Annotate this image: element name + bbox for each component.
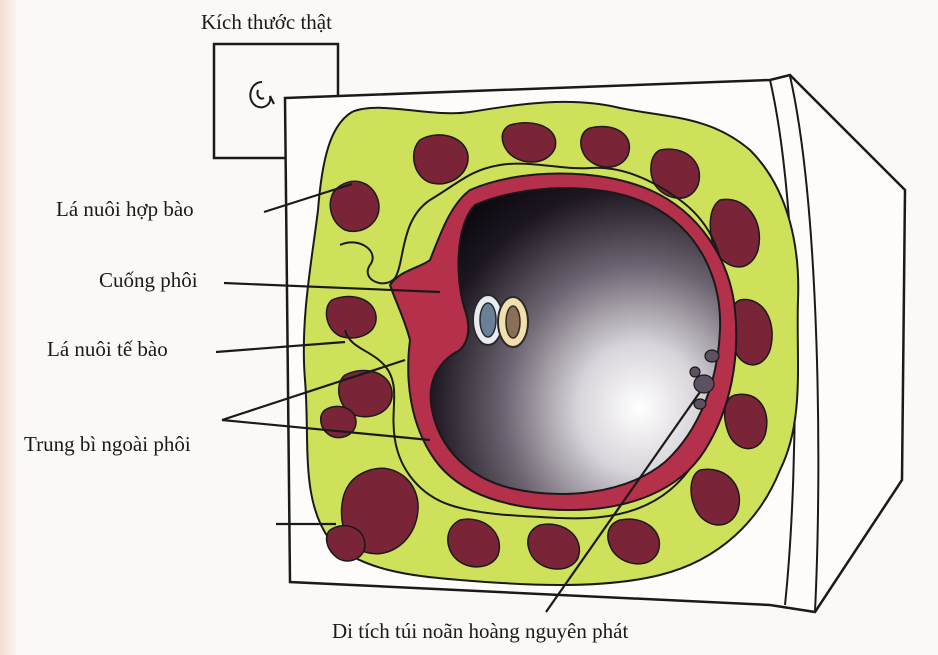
leader-cytotrophoblast xyxy=(215,340,346,354)
real-size-embryo-icon xyxy=(249,81,275,109)
label-cytotrophoblast: Lá nuôi tế bào xyxy=(47,337,168,361)
label-syncytiotrophoblast: Lá nuôi hợp bào xyxy=(56,197,194,221)
leader-connecting-stalk xyxy=(223,281,441,294)
leader-yolk-sac-remnant xyxy=(545,391,701,613)
leader-mesoderm-2 xyxy=(221,418,431,442)
embryonic-disc xyxy=(472,294,529,348)
label-connecting-stalk: Cuống phôi xyxy=(99,268,198,292)
tissue-block-edge-2 xyxy=(789,75,820,612)
label-extraembryonic-mesoderm: Trung bì ngoài phôi xyxy=(24,432,191,456)
label-real-size: Kích thước thật xyxy=(201,10,332,34)
page-edge-tint xyxy=(0,0,18,655)
chorionic-cavity xyxy=(429,187,722,495)
label-primary-yolk-sac-remnant: Di tích túi noãn hoàng nguyên phát xyxy=(332,619,629,643)
leader-mesoderm-1 xyxy=(221,358,406,422)
yolk-sac-remnant xyxy=(689,349,720,410)
leader-syncytiotrophoblast xyxy=(263,182,353,214)
leader-lines xyxy=(215,182,701,613)
